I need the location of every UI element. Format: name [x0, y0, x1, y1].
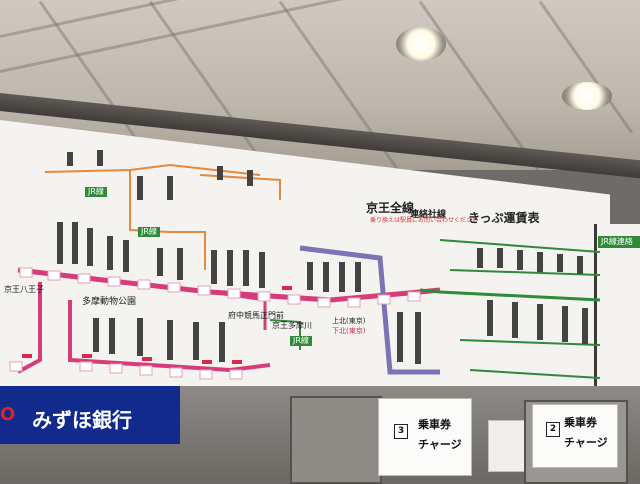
jr-connection-line: [419, 288, 601, 302]
fare-boxes: [9, 267, 421, 380]
map-subtitle: 連絡社線: [410, 210, 447, 220]
sagami-line-top: [44, 163, 261, 176]
station-name-columns: [57, 150, 588, 364]
jr-tag-mid: JR線: [290, 336, 312, 346]
posted-notice: [488, 420, 526, 472]
ticket-window-left: [290, 396, 382, 484]
station-kamikita: 上北(東京): [332, 317, 366, 325]
station-fuchu-keiba: 府中競馬正門前: [228, 311, 284, 320]
counter-2-line2: チャージ: [564, 436, 608, 449]
map-title: 京王全線: [366, 201, 415, 215]
station-hachioji: 京王八王子: [4, 285, 44, 294]
keio-sagamihara-line: [68, 300, 271, 373]
bank-name: みずほ銀行: [32, 408, 132, 432]
bank-logo-icon: O: [0, 404, 16, 425]
jr-line-mid: [449, 269, 601, 276]
jr-fare-panel: [594, 224, 640, 400]
bank-sign: [0, 386, 180, 444]
counter-3-line2: チャージ: [418, 438, 462, 451]
inokashira-line: [299, 245, 440, 375]
jr-line-low: [459, 339, 601, 346]
jr-line-upper: [439, 239, 601, 253]
fare-table-title: きっぷ運賃表: [468, 211, 540, 225]
jr-tag-left: JR線: [138, 227, 160, 237]
counter-3-line1: 乗車券: [418, 418, 451, 431]
counter-sign-3: [378, 398, 472, 476]
counter-number-2: 2: [546, 422, 560, 437]
sagami-line-right: [199, 174, 281, 200]
jr-line-bottom: [469, 369, 601, 379]
station-shimokita: 下北(東京): [332, 327, 366, 335]
sagami-line-branch: [129, 170, 206, 270]
jr-tag-top: JR線: [85, 187, 107, 197]
fare-marks: [22, 286, 292, 364]
counter-number-3: 3: [394, 424, 408, 439]
jr-connection-tab: JR線連絡: [598, 236, 640, 248]
station-keio-tamagawa: 京王多摩川: [272, 321, 312, 330]
keio-takao-line: [17, 282, 42, 374]
ceiling-light: [562, 82, 612, 110]
station-tama-dobutsu-koen: 多摩動物公園: [82, 297, 137, 307]
ceiling-light: [396, 27, 446, 61]
counter-2-line1: 乗車券: [564, 416, 597, 429]
map-note: 乗り換えは駅員にお問い合わせください: [370, 217, 479, 224]
